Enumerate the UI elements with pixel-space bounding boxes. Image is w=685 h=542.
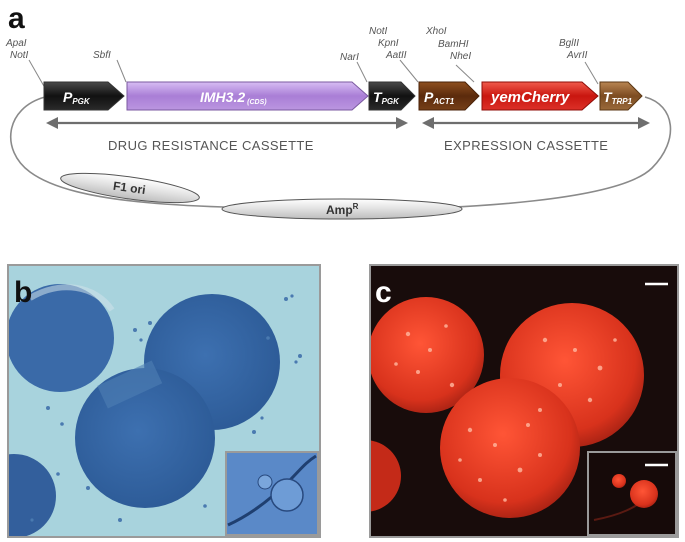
expression-cassette-label: EXPRESSION CASSETTE xyxy=(444,138,608,153)
ppgk-sub: PGK xyxy=(72,97,91,106)
site-aatll: AatII xyxy=(385,50,407,61)
svg-text:PPGK: PPGK xyxy=(63,89,91,106)
panel-b-label: b xyxy=(14,276,32,309)
svg-text:IMH3.2(CDS): IMH3.2(CDS) xyxy=(200,89,267,106)
site-ticks xyxy=(28,59,599,89)
site-sbfl: SbfI xyxy=(93,50,111,61)
site-notl-1: NotI xyxy=(10,50,29,61)
svg-text:TTRP1: TTRP1 xyxy=(603,89,633,106)
yemcherry-arrow: yemCherry xyxy=(481,81,599,111)
imh-label: IMH3.2 xyxy=(200,89,245,105)
panel-c-inset xyxy=(587,451,677,536)
pact1-arrow: PACT1 xyxy=(418,81,480,111)
ttrp1-label: T xyxy=(603,89,613,105)
f1-ori-element: F1 ori xyxy=(60,172,200,204)
imh32-arrow: IMH3.2(CDS) xyxy=(126,81,369,111)
expression-cassette-arrow xyxy=(422,117,650,129)
pact1-label: P xyxy=(424,89,434,105)
ttrp1-arrow: TTRP1 xyxy=(599,81,643,111)
site-notl-2: NotI xyxy=(369,26,388,37)
ampr-superscript: R xyxy=(353,202,359,211)
site-xhol: XhoI xyxy=(425,26,447,37)
tpgk-sub: PGK xyxy=(382,97,401,106)
drug-cassette-arrow xyxy=(46,117,408,129)
yemcherry-label: yemCherry xyxy=(490,89,570,106)
site-bamhl: BamHI xyxy=(438,39,469,50)
panel-a-label: a xyxy=(8,2,25,35)
tpgk-arrow: TPGK xyxy=(368,81,416,111)
tpgk-label: T xyxy=(373,89,383,105)
svg-text:AmpR: AmpR xyxy=(326,202,359,217)
svg-text:TPGK: TPGK xyxy=(373,89,400,106)
svg-text:PACT1: PACT1 xyxy=(424,89,455,106)
panel-c-frame xyxy=(369,264,679,538)
ttrp1-sub: TRP1 xyxy=(612,97,633,106)
panel-c-label: c xyxy=(375,276,392,309)
site-bglll: BglII xyxy=(559,38,579,49)
panel-b-inset xyxy=(225,451,319,536)
f1-ori-label: F1 ori xyxy=(112,179,146,197)
ampr-label: Amp xyxy=(326,203,353,217)
panel-b-micrograph xyxy=(8,265,320,537)
site-kpnl: KpnI xyxy=(378,38,399,49)
panel-b-frame xyxy=(7,264,321,538)
site-avrll: AvrII xyxy=(566,50,588,61)
site-nhel: NheI xyxy=(450,51,471,62)
site-apal: ApaI xyxy=(5,38,27,49)
site-narl: NarI xyxy=(340,52,359,63)
drug-cassette-label: DRUG RESISTANCE CASSETTE xyxy=(108,138,314,153)
ampr-element: AmpR xyxy=(221,198,463,220)
pact1-sub: ACT1 xyxy=(432,97,454,106)
ppgk-arrow: PPGK xyxy=(43,81,125,111)
ppgk-label: P xyxy=(63,89,73,105)
imh-sub: (CDS) xyxy=(247,99,267,106)
